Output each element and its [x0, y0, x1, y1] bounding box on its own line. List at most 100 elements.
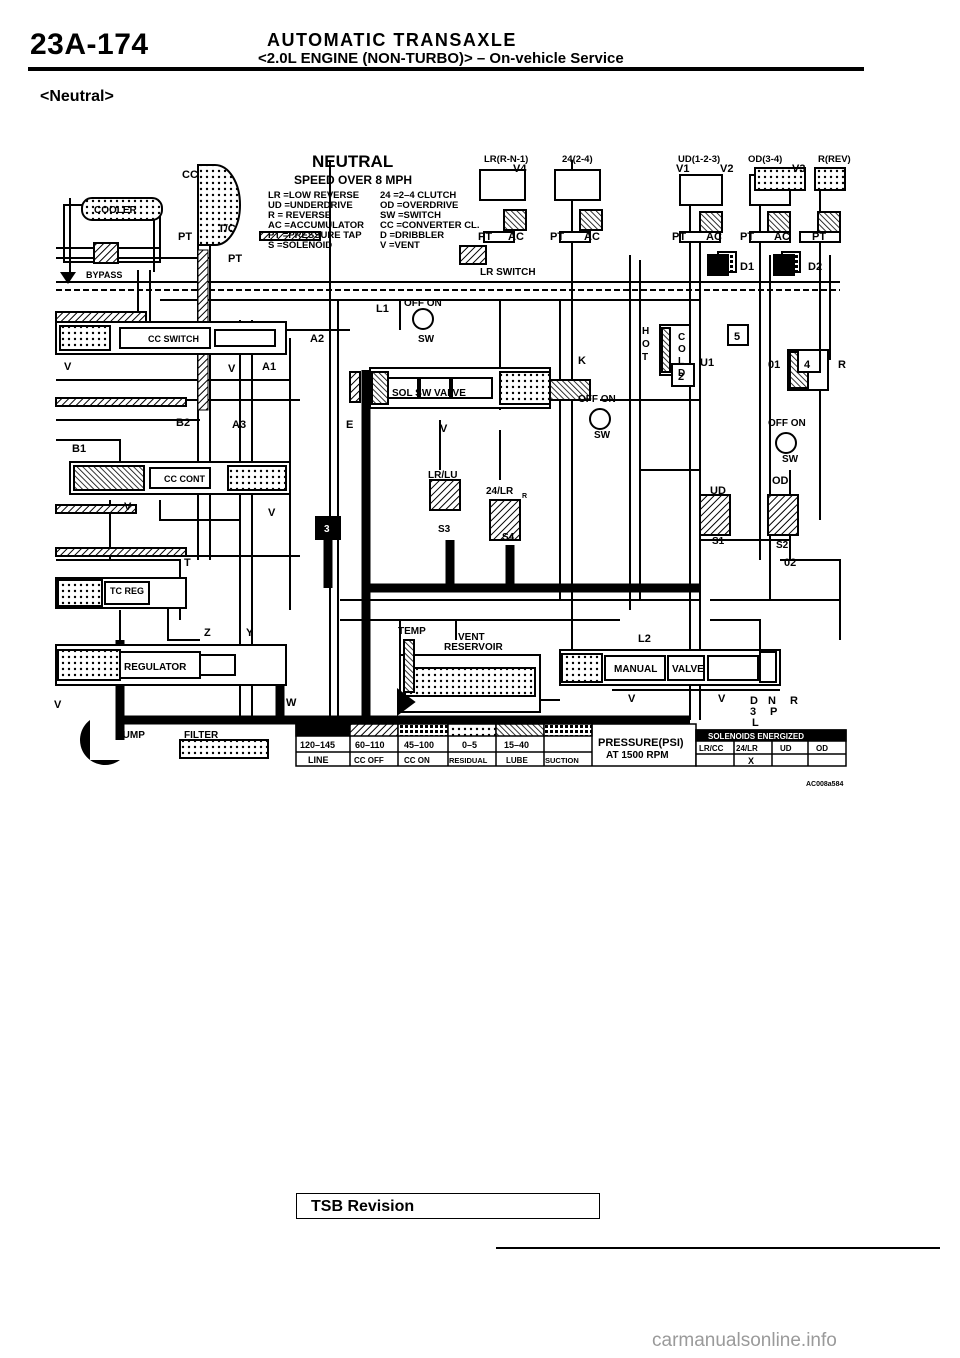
label-pump: PUMP [116, 730, 145, 741]
label-d1: D1 [740, 261, 754, 273]
label-temp: TEMP [398, 626, 426, 637]
footer-rule [496, 1247, 940, 1249]
label-gear-d: D [750, 695, 758, 707]
pressure-name-cc-on: CC ON [404, 756, 430, 765]
label-s2: S2 [776, 540, 789, 551]
label-pt-r: PT [812, 231, 826, 243]
label-z: Z [204, 627, 211, 639]
clutch-ud-label: UD(1-2-3) [678, 154, 720, 165]
pressure-range-residual: 0–5 [462, 740, 477, 750]
label-t: T [184, 557, 191, 569]
label-v2: V2 [720, 163, 733, 175]
label-cc-switch: CC SWITCH [148, 334, 199, 344]
switch-l1-icon [412, 308, 434, 330]
label-hot-t: T [642, 352, 648, 363]
label-gear-p: P [770, 706, 777, 718]
pressure-legend-table [295, 723, 697, 767]
label-3: 3 [324, 524, 330, 535]
label-gear-r: R [790, 695, 798, 707]
label-s3: S3 [438, 524, 451, 535]
solenoid-table-title: SOLENOIDS ENERGIZED [708, 732, 804, 741]
label-hot-o: O [642, 339, 650, 350]
solenoid-table [695, 729, 847, 767]
label-hot-h: H [642, 326, 649, 337]
label-v-8: V [718, 693, 726, 705]
filter-box [179, 739, 269, 759]
label-bypass: BYPASS [86, 270, 122, 280]
label-d2: D2 [808, 261, 822, 273]
legend-left-line: S =SOLENOID [268, 240, 332, 251]
label-a1: A1 [262, 361, 276, 373]
label-y: Y [246, 627, 254, 639]
label-gear-3: 3 [750, 706, 756, 718]
legend-right-line: OD =OVERDRIVE [380, 200, 458, 211]
pressure-name-cc-off: CC OFF [354, 756, 384, 765]
clutch-24-label: 24(2-4) [562, 154, 593, 165]
label-r: R [838, 359, 846, 371]
pressure-name-residual: RESIDUAL [449, 756, 488, 765]
solenoid-col-ud: UD [780, 744, 792, 753]
label-a3: A3 [232, 419, 246, 431]
label-o1: 01 [768, 359, 780, 371]
label-w: W [286, 697, 297, 709]
header-subtitle: <2.0L ENGINE (NON-TURBO)> – On-vehicle S… [258, 50, 624, 67]
label-cc: CC [182, 169, 198, 181]
label-cold-d: D [678, 368, 685, 379]
label-ud: UD [710, 485, 726, 497]
label-sw-1: SW [418, 334, 435, 345]
label-cc-cont: CC CONT [164, 474, 205, 484]
label-5: 5 [734, 331, 740, 343]
solenoid-col-lrcc: LR/CC [699, 744, 724, 753]
label-manual: MANUAL [614, 664, 657, 675]
label-valve: VALVE [672, 664, 704, 675]
label-vent: VENT [458, 632, 485, 643]
label-gear-l: L [752, 717, 759, 729]
label-pt-ud: PT [672, 231, 686, 243]
label-cold-l: L [678, 356, 684, 367]
label-v-3: V [440, 423, 448, 435]
label-pt-24: PT [550, 231, 564, 243]
label-24-lr: 24/LR [486, 486, 514, 497]
label-24-lr-sub: R [522, 493, 527, 500]
pressure-range-line: 120–145 [300, 740, 335, 750]
label-od: OD [772, 475, 789, 487]
diagram-subtitle: SPEED OVER 8 MPH [294, 173, 412, 187]
pressure-subtitle: AT 1500 RPM [606, 750, 669, 761]
label-lr-lu: LR/LU [428, 470, 457, 481]
label-pt-2: PT [228, 253, 242, 265]
header-title: AUTOMATIC TRANSAXLE [267, 30, 517, 50]
label-lr-switch: LR SWITCH [480, 267, 536, 278]
page-number: 23A-174 [30, 28, 149, 61]
label-cold-c: C [678, 332, 685, 343]
section-label: <Neutral> [40, 88, 114, 105]
diagram-labels: NEUTRAL SPEED OVER 8 MPH LR =LOW REVERSE… [54, 152, 851, 788]
label-off-on-3: OFF ON [768, 418, 806, 429]
pressure-range-cc-on: 45–100 [404, 740, 434, 750]
label-ac-ud: AC [706, 231, 722, 243]
label-sol-sw-valve: SOL SW VALVE [392, 388, 466, 399]
cooler-box [81, 197, 163, 221]
label-v-5: V [268, 507, 276, 519]
header-rule [28, 67, 864, 71]
pressure-title: PRESSURE(PSI) [598, 737, 684, 749]
label-v-4: V [124, 501, 132, 513]
label-v-1: V [64, 361, 72, 373]
legend-right-line: V =VENT [380, 240, 420, 251]
label-sw-2: SW [594, 430, 611, 441]
label-filter: FILTER [184, 730, 219, 741]
legend-left-line: AC =ACCUMULATOR [268, 220, 364, 231]
torque-converter [197, 164, 241, 246]
clutch-lr-label: LR(R-N-1) [484, 154, 528, 165]
label-ac-lr: AC [508, 231, 524, 243]
label-tc-reg: TC REG [110, 586, 144, 596]
label-l2: L2 [638, 633, 651, 645]
diagram-title: NEUTRAL [312, 152, 393, 171]
switch-k-icon [589, 408, 611, 430]
legend-right-line: D =DRIBBLER [380, 230, 444, 241]
label-v-2: V [228, 363, 236, 375]
watermark: carmanualsonline.info [652, 1330, 837, 1351]
label-s1: S1 [712, 536, 725, 547]
label-tc: T/C [218, 223, 236, 235]
